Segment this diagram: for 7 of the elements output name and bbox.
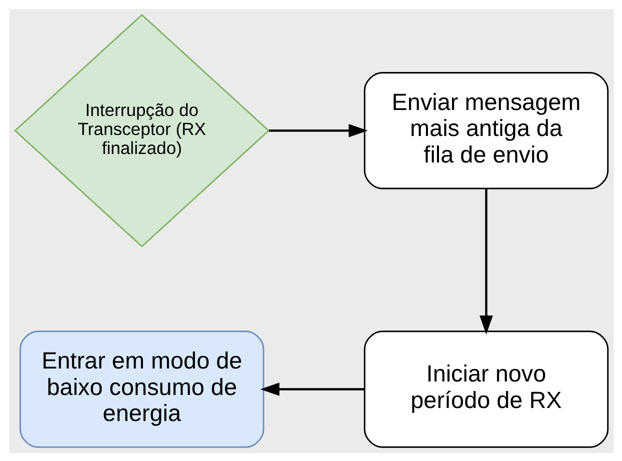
node-box: Entrar em modo de baixo consumo de energia <box>19 330 264 448</box>
arrow <box>260 382 364 396</box>
node-diamond: Interrupção do Transceptor (RX finalizado) <box>14 13 270 247</box>
node-box: Iniciar novo período de RX <box>363 330 608 448</box>
arrow <box>479 188 492 334</box>
node-box: Enviar mensagem mais antiga da fila de envio <box>363 72 608 189</box>
arrow <box>268 123 368 137</box>
